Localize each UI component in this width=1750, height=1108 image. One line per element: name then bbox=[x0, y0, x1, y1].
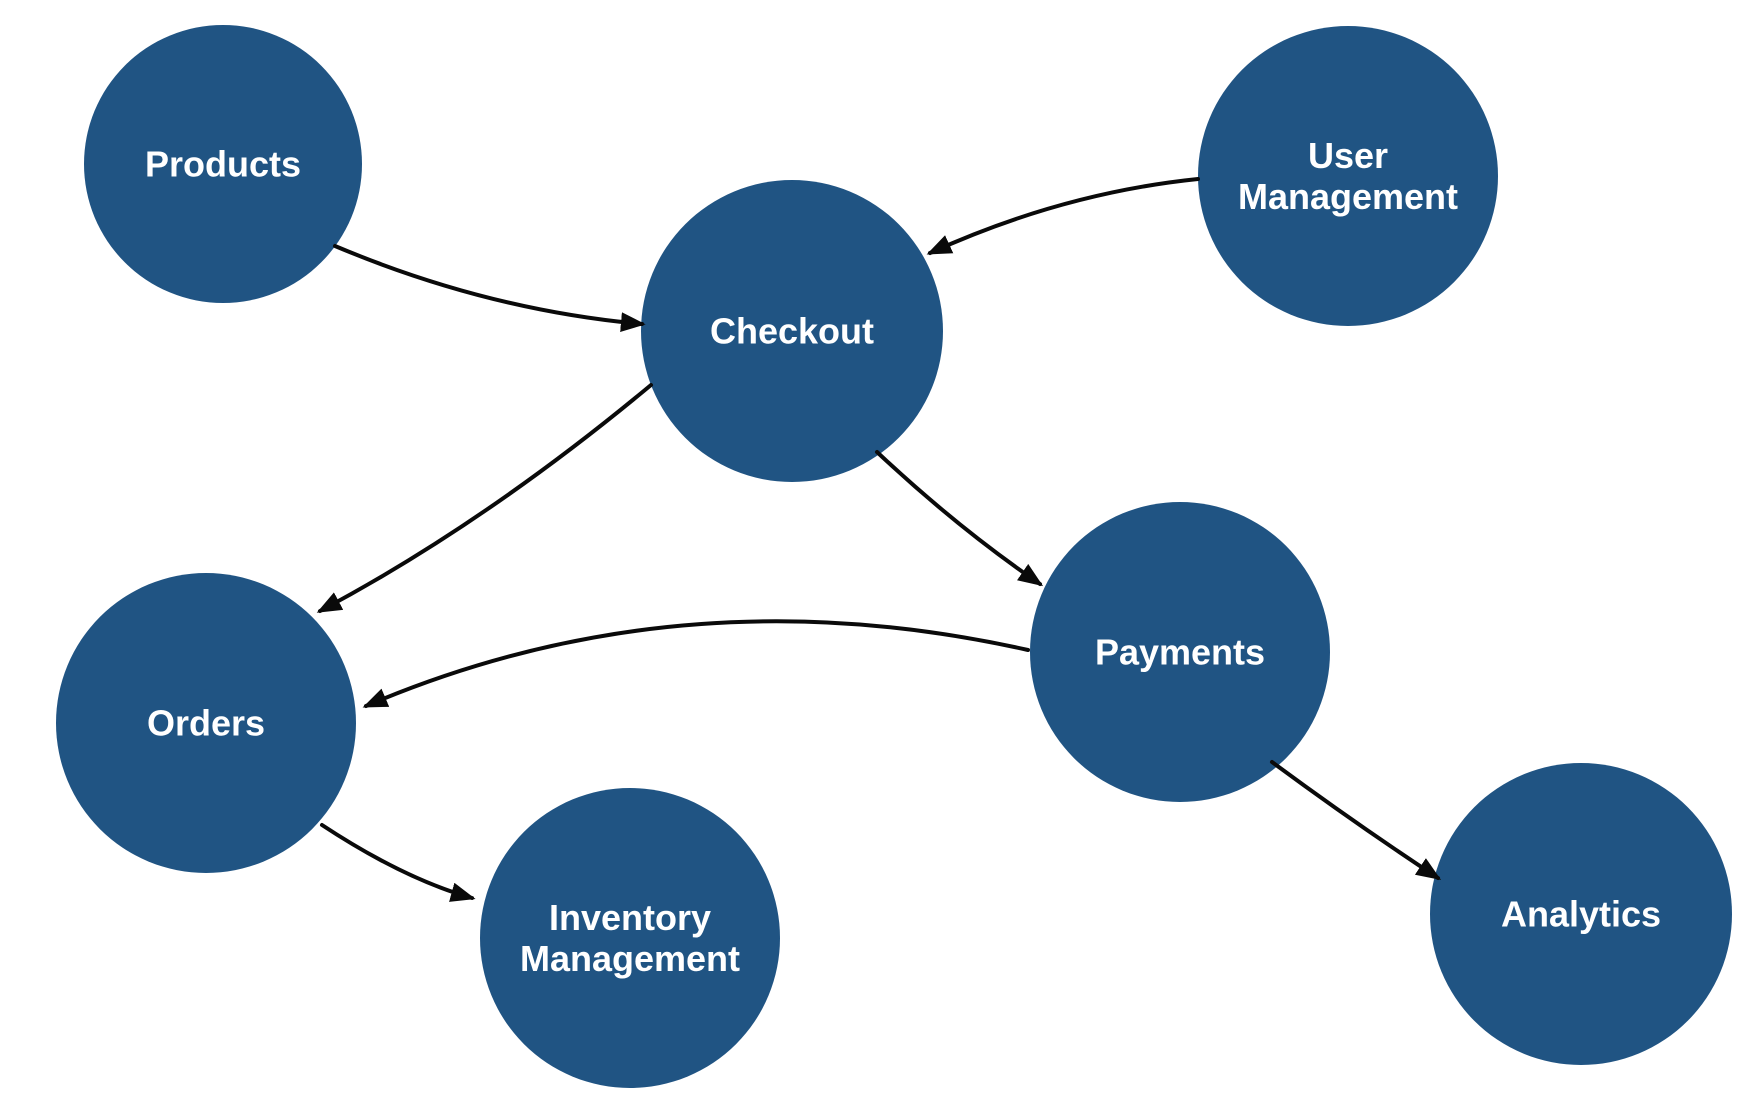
node-label-line: Orders bbox=[147, 703, 265, 744]
node-label-products: Products bbox=[145, 144, 301, 185]
node-label-checkout: Checkout bbox=[710, 311, 874, 352]
node-payments[interactable]: Payments bbox=[1030, 502, 1330, 802]
edge-checkout-to-orders bbox=[316, 383, 653, 613]
node-checkout[interactable]: Checkout bbox=[641, 180, 943, 482]
node-label-line: Management bbox=[520, 938, 740, 979]
node-products[interactable]: Products bbox=[84, 25, 362, 303]
node-label-orders: Orders bbox=[147, 703, 265, 744]
node-label-line: Analytics bbox=[1501, 894, 1661, 935]
edge-orders-to-inventory-management bbox=[320, 823, 476, 902]
node-analytics[interactable]: Analytics bbox=[1430, 763, 1732, 1065]
edge-user-management-to-checkout bbox=[926, 177, 1200, 255]
node-circle-user-management[interactable] bbox=[1198, 26, 1498, 326]
node-circle-orders[interactable] bbox=[56, 573, 356, 873]
node-orders[interactable]: Orders bbox=[56, 573, 356, 873]
node-label-payments: Payments bbox=[1095, 632, 1265, 673]
edge-products-to-checkout bbox=[333, 244, 646, 332]
node-label-line: Inventory bbox=[549, 897, 711, 938]
node-circle-analytics[interactable] bbox=[1430, 763, 1732, 1065]
node-circle-products[interactable] bbox=[84, 25, 362, 303]
node-circle-checkout[interactable] bbox=[641, 180, 943, 482]
edges-layer bbox=[316, 177, 1442, 902]
node-label-line: Payments bbox=[1095, 632, 1265, 673]
node-label-analytics: Analytics bbox=[1501, 894, 1661, 935]
edge-payments-to-analytics bbox=[1270, 760, 1442, 881]
edge-payments-to-orders bbox=[362, 619, 1030, 708]
node-label-line: Products bbox=[145, 144, 301, 185]
edge-checkout-to-payments bbox=[875, 450, 1044, 587]
node-circle-inventory-management[interactable] bbox=[480, 788, 780, 1088]
node-circle-payments[interactable] bbox=[1030, 502, 1330, 802]
node-label-line: User bbox=[1308, 135, 1388, 176]
node-label-line: Management bbox=[1238, 176, 1458, 217]
node-label-line: Checkout bbox=[710, 311, 874, 352]
